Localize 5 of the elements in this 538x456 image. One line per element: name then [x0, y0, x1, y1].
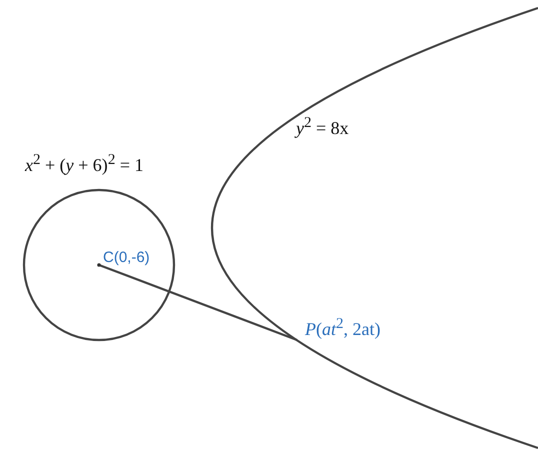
point-label: C(0,-6)	[103, 249, 150, 266]
equation-label: x$^{2}$ + (y + 6)$^{2}$ = 1	[25, 152, 144, 176]
line-segment	[98, 264, 298, 342]
point-label: P(at$^{2}$, 2at)	[305, 316, 380, 340]
equation-label: y$^{2}$ = 8x	[296, 115, 349, 139]
